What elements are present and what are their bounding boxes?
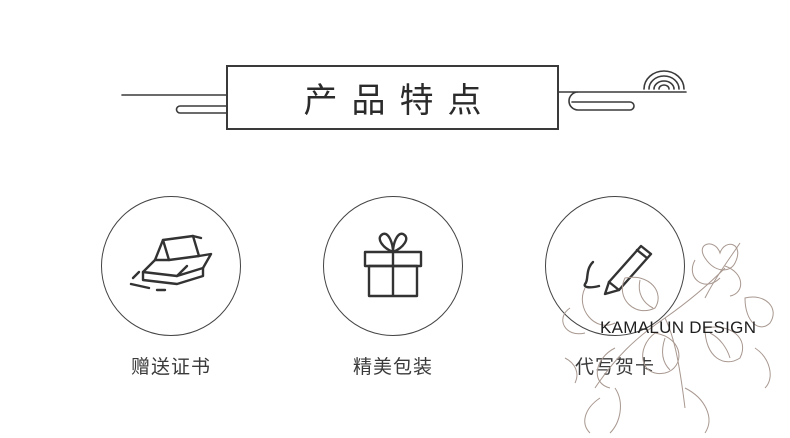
feature-circle [545, 196, 685, 336]
gift-box-icon [363, 232, 423, 298]
feature-packaging: 精美包装 [323, 196, 463, 379]
magnolia-illustration [562, 242, 774, 434]
gold-bar-icon [129, 234, 213, 292]
section-title: 产品特点 [303, 81, 496, 121]
feature-label: 赠送证书 [130, 356, 211, 378]
feature-greeting-card: 代写贺卡 [545, 196, 685, 379]
feature-circle [101, 196, 241, 336]
feature-label: 代写贺卡 [574, 356, 655, 378]
feature-label: 精美包装 [352, 356, 433, 378]
section-title-box: 产品特点 [226, 65, 559, 130]
feature-circle [323, 196, 463, 336]
pencil-icon [583, 244, 653, 296]
feature-certificate: 赠送证书 [101, 196, 241, 379]
brand-watermark: KAMALUN DESIGN [600, 318, 757, 337]
